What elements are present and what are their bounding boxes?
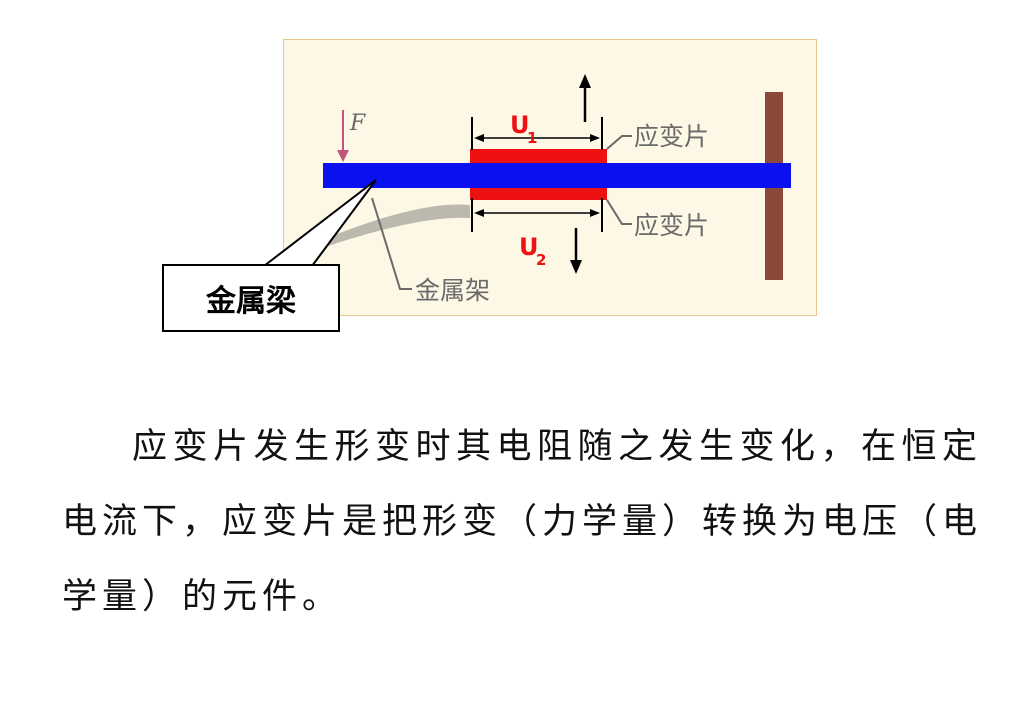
gauge-top-leader [606, 135, 632, 150]
frame-leader [371, 197, 412, 290]
u1-arrow-right [590, 134, 600, 142]
up-arrow-head [579, 74, 591, 88]
beam-callout-pointer [261, 179, 377, 267]
u2-label: U [519, 233, 539, 261]
beam-callout-box: 金属梁 [162, 264, 340, 332]
beam-label: 金属梁 [206, 284, 296, 319]
frame-label: 金属架 [415, 276, 490, 305]
strain-gauge-bottom [470, 186, 607, 200]
u2-subscript: 2 [536, 251, 546, 269]
u1-label: U [510, 111, 530, 139]
gauge-top-label: 应变片 [634, 122, 709, 151]
force-arrow-head [337, 150, 349, 162]
u2-arrow-left [474, 209, 484, 217]
down-arrow-head [570, 260, 582, 274]
gauge-bottom-label: 应变片 [634, 211, 709, 240]
description-paragraph: 应变片发生形变时其电阻随之发生变化，在恒定电流下，应变片是把形变（力学量）转换为… [62, 427, 983, 617]
u2-arrow-right [590, 209, 600, 217]
metal-frame-shadow [322, 204, 470, 248]
gauge-bottom-leader [606, 199, 632, 225]
strain-gauge-top [470, 149, 607, 165]
u1-arrow-left [474, 134, 484, 142]
metal-beam [323, 163, 791, 188]
u1-subscript: 1 [527, 129, 537, 147]
force-label: F [349, 111, 366, 136]
